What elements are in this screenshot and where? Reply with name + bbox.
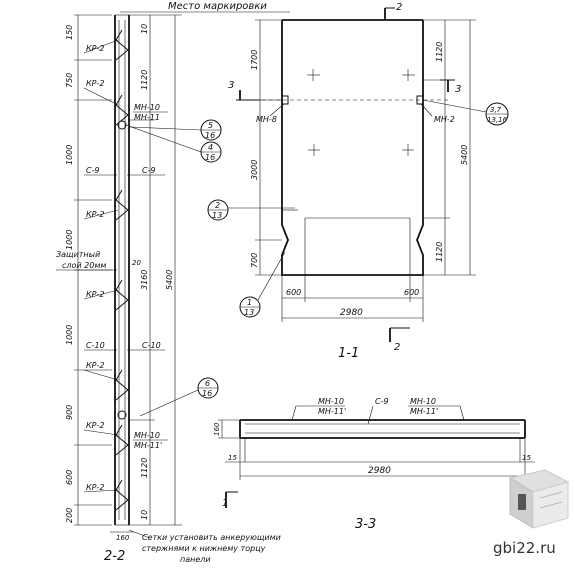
svg-text:6: 6 [205, 379, 210, 388]
note-bottom-line1: Сетки установить анкерующими [142, 533, 281, 542]
dim-1120-bot: 1120 [435, 242, 444, 262]
cut-3-right-label: 3 [455, 84, 461, 95]
loop-bottom [117, 410, 127, 420]
svg-text:13: 13 [244, 308, 254, 317]
note-bottom-line2: стержнями к нижнему торцу [142, 544, 266, 553]
label-33-mn11-right: МН-11' [410, 407, 438, 416]
callout-1-13: 1 13 [239, 251, 286, 318]
cut-2-top-label: 2 [396, 2, 402, 13]
section-2-2: 150 750 1000 1000 1000 900 600 200 [56, 14, 281, 564]
left-dim-5: 1000 [65, 325, 74, 345]
right-dim-10-top: 10 [140, 24, 149, 34]
svg-text:1: 1 [247, 298, 252, 307]
right-dim-1120-bot: 1120 [140, 458, 149, 478]
dim-2980: 2980 [340, 308, 363, 318]
title-1-1: 1-1 [338, 346, 359, 361]
label-mn11-top: МН-11 [134, 113, 160, 122]
label-33-mn10-right: МН-10 [410, 397, 436, 406]
svg-text:16: 16 [205, 153, 215, 162]
svg-text:2: 2 [215, 201, 220, 210]
label-33-mn11-left: МН-11' [318, 407, 346, 416]
dim-600-left: 600 [286, 288, 301, 297]
label-kr2-d: КР-2 [86, 290, 104, 299]
label-mn2: МН-2 [434, 115, 455, 124]
right-dim-1120-top: 1120 [140, 70, 149, 90]
label-kr2-b: КР-2 [86, 79, 104, 88]
callout-5-16: 5 16 [129, 119, 222, 141]
label-mn8: МН-8 [256, 115, 277, 124]
callout-3-7-13-16: 3,7 13,16 [422, 99, 509, 126]
left-dim-6: 900 [65, 405, 74, 420]
label-mn10-top: МН-10 [134, 103, 160, 112]
label-kr2-e: КР-2 [86, 361, 104, 370]
label-mn11-bot: МН-11' [134, 441, 162, 450]
marking-place-label: Место маркировки [168, 1, 267, 12]
cut-1-label: 1 [222, 498, 228, 509]
dim-33-15-right: 15 [522, 454, 531, 462]
callout-6-16: 6 16 [139, 377, 219, 417]
left-dim-7: 600 [65, 470, 74, 485]
label-33-mn10-left: МН-10 [318, 397, 344, 406]
svg-text:13: 13 [212, 211, 222, 220]
callout-4-16: 4 16 [125, 124, 222, 163]
label-mn10-bot: МН-10 [134, 431, 160, 440]
right-dim-5400: 5400 [165, 270, 174, 290]
svg-text:13,16: 13,16 [487, 116, 508, 124]
title-3-3: 3-3 [355, 517, 376, 532]
right-dim-3160: 3160 [140, 270, 149, 290]
note-bottom-line3: панели [180, 555, 211, 564]
note-cover-line2: слой 20мм [62, 261, 106, 270]
left-dim-1: 150 [65, 25, 74, 40]
svg-text:16: 16 [205, 131, 215, 140]
label-c9-right: С-9 [142, 166, 156, 175]
dim-1700: 1700 [250, 50, 259, 70]
watermark-logo [508, 469, 570, 529]
label-kr2-f: КР-2 [86, 421, 104, 430]
watermark-text: gbi22.ru [493, 539, 556, 557]
note-cover-line1: Защитный [56, 250, 100, 259]
label-c10-left: С-10 [86, 341, 105, 350]
cut-2-bottom-label: 2 [394, 342, 400, 353]
label-33-c9: С-9 [375, 397, 389, 406]
left-dim-4: 1000 [65, 230, 74, 250]
cut-3-left-label: 3 [228, 80, 234, 91]
panel-outline [281, 20, 424, 276]
dim-3000: 3000 [250, 160, 259, 180]
dim-33-160: 160 [213, 422, 221, 436]
svg-text:3,7: 3,7 [490, 106, 502, 114]
svg-text:4: 4 [208, 143, 213, 152]
right-dim-10-bot: 10 [140, 510, 149, 520]
callout-2-13: 2 13 [207, 199, 295, 221]
label-c9-left: С-9 [86, 166, 100, 175]
zigzag-frames [115, 29, 129, 511]
dim-600-right: 600 [404, 288, 419, 297]
dim-33-2980: 2980 [368, 466, 391, 476]
cross-marks [262, 69, 450, 156]
dim-33-15-left: 15 [228, 454, 237, 462]
dim-5400: 5400 [460, 145, 469, 165]
svg-text:5: 5 [208, 121, 213, 130]
label-kr2-c: КР-2 [86, 210, 104, 219]
bottom-dim-160: 160 [116, 534, 130, 542]
title-2-2: 2-2 [104, 549, 125, 564]
left-dim-8: 200 [65, 508, 74, 523]
right-dim-20: 20 [132, 259, 141, 267]
section-1-1: 2 3 3 МН-8 МН-2 3,7 13,16 [207, 2, 509, 361]
dim-700: 700 [250, 253, 259, 268]
left-dim-3: 1000 [65, 145, 74, 165]
dim-1120-top: 1120 [435, 42, 444, 62]
label-kr2-g: КР-2 [86, 483, 104, 492]
label-c10-right: С-10 [142, 341, 161, 350]
section-3-3: МН-10 МН-11' С-9 МН-10 МН-11' 160 15 15 … [213, 397, 535, 532]
svg-text:16: 16 [202, 389, 212, 398]
left-dim-2: 750 [65, 73, 74, 88]
